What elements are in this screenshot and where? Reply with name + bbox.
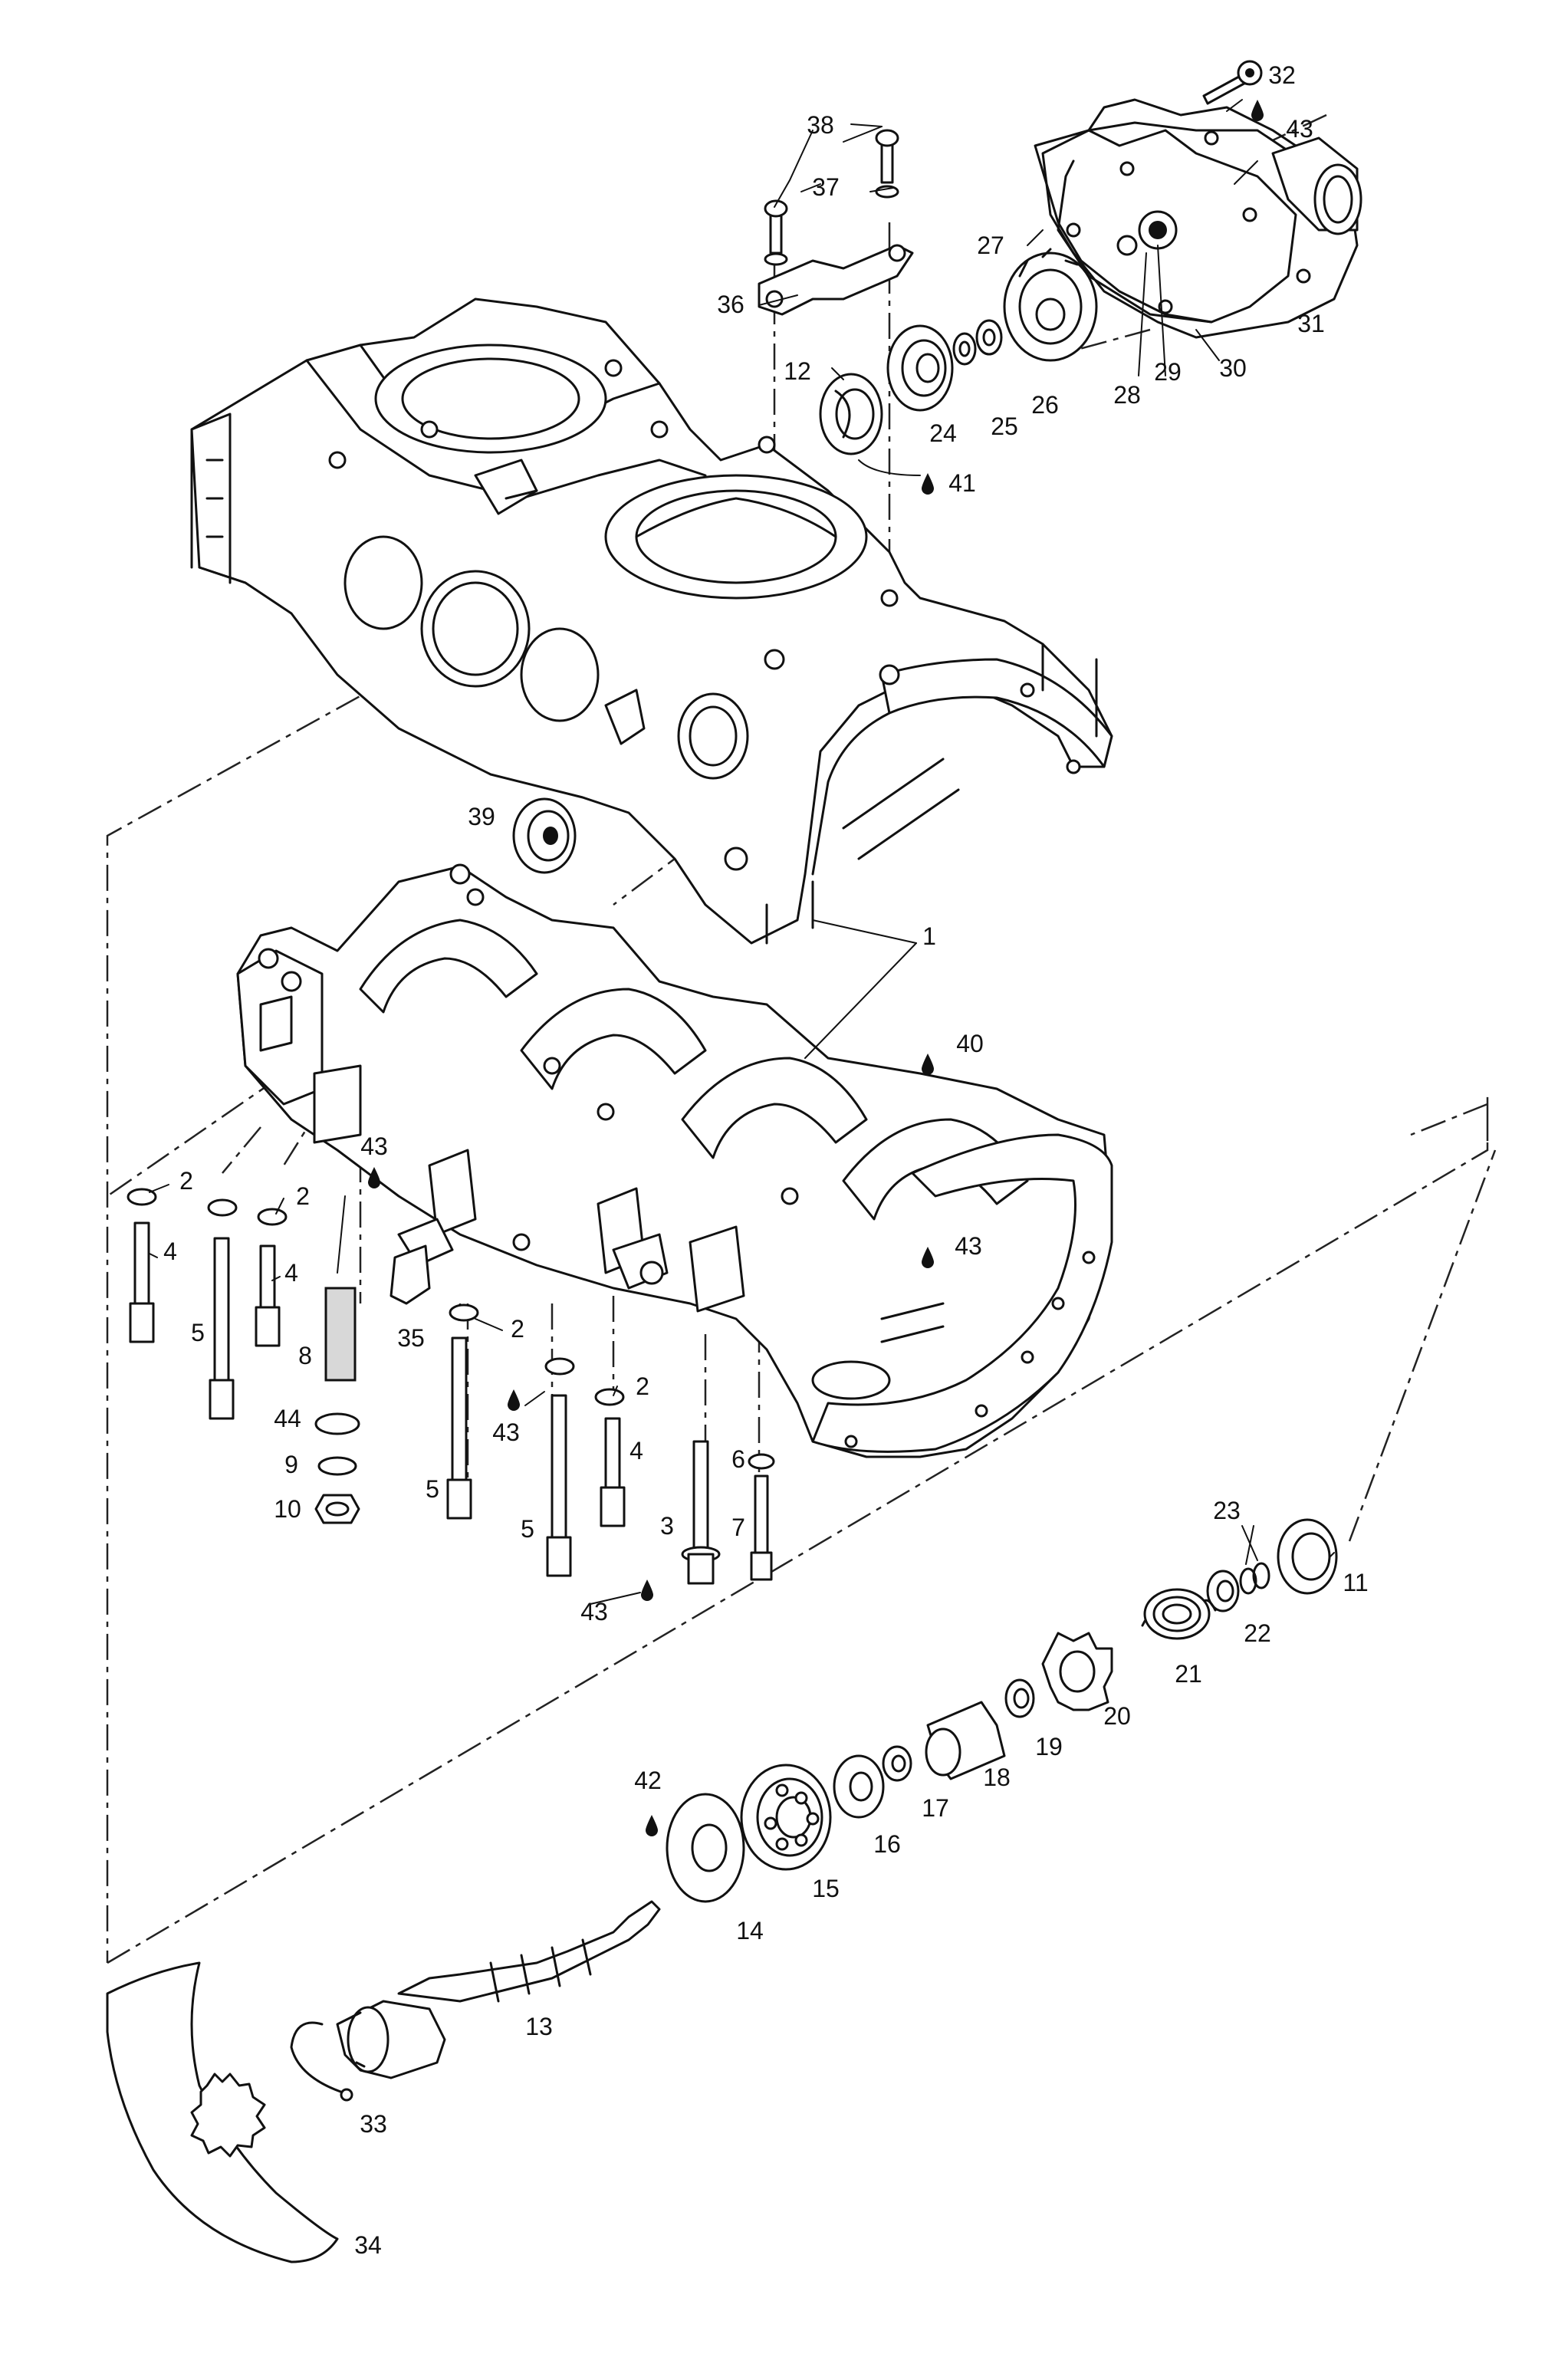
callout-14: 14 [736, 1917, 764, 1944]
callout-4: 4 [284, 1259, 298, 1287]
callout-38: 38 [807, 111, 834, 139]
callout-35: 35 [397, 1324, 425, 1352]
lower-crankcase [236, 863, 1113, 1458]
fasteners [127, 1188, 775, 1585]
callout-23: 23 [1213, 1497, 1241, 1524]
water-pump-housing [1034, 60, 1362, 339]
bracket-group [758, 129, 914, 316]
callout-32: 32 [1268, 61, 1296, 89]
callout-5: 5 [521, 1515, 534, 1543]
callout-11: 11 [1343, 1569, 1368, 1596]
callout-26: 26 [1031, 391, 1059, 419]
callout-2: 2 [179, 1167, 193, 1195]
callout-41: 41 [948, 469, 976, 497]
drop-icon [922, 1054, 934, 1075]
callout-30: 30 [1219, 354, 1247, 382]
callout-8: 8 [298, 1342, 312, 1369]
callout-22: 22 [1244, 1619, 1271, 1647]
alignment-lines [106, 113, 1497, 1964]
callout-31: 31 [1297, 310, 1325, 337]
callout-3: 3 [660, 1512, 674, 1540]
drop-icon [508, 1389, 520, 1411]
drop-icon [641, 1580, 653, 1601]
impeller-group [819, 248, 1098, 455]
drop-icon [922, 1247, 934, 1268]
upper-crankcase [190, 298, 1113, 945]
callout-2: 2 [296, 1182, 310, 1210]
callout-25: 25 [991, 413, 1018, 440]
callout-27: 27 [977, 232, 1004, 259]
callout-2: 2 [636, 1372, 649, 1400]
callout-7: 7 [731, 1514, 745, 1541]
callout-6: 6 [731, 1445, 745, 1473]
plug-39 [512, 797, 577, 874]
callout-labels: 1 2 2 2 2 3 4 4 4 5 5 5 6 7 8 9 10 11 12… [163, 61, 1369, 2259]
callout-37: 37 [812, 173, 840, 201]
callout-43: 43 [1286, 115, 1313, 143]
callout-15: 15 [812, 1875, 840, 1902]
callout-42: 42 [634, 1767, 662, 1794]
drop-icon [368, 1167, 380, 1188]
callout-43: 43 [580, 1598, 608, 1626]
callout-16: 16 [873, 1830, 901, 1858]
leader-lines [149, 99, 1335, 1605]
callout-43: 43 [492, 1418, 520, 1446]
callout-43: 43 [360, 1132, 388, 1160]
callout-44: 44 [274, 1405, 301, 1432]
callout-9: 9 [284, 1451, 298, 1478]
callout-5: 5 [191, 1319, 205, 1346]
callout-43: 43 [955, 1232, 982, 1260]
callout-29: 29 [1154, 358, 1182, 386]
callout-36: 36 [717, 291, 744, 318]
callout-17: 17 [922, 1794, 949, 1822]
callout-33: 33 [360, 2110, 387, 2138]
callout-24: 24 [929, 419, 957, 447]
callout-19: 19 [1035, 1733, 1063, 1760]
shaft-assembly [106, 1518, 1338, 2263]
callout-4: 4 [163, 1238, 177, 1265]
drop-icon [646, 1815, 658, 1836]
callout-21: 21 [1175, 1660, 1202, 1688]
callout-12: 12 [784, 357, 811, 385]
callout-28: 28 [1113, 381, 1141, 409]
drop-icon [1251, 100, 1264, 121]
callout-10: 10 [274, 1495, 301, 1523]
callout-4: 4 [629, 1437, 643, 1464]
callout-13: 13 [525, 2013, 553, 2040]
callout-39: 39 [468, 803, 495, 830]
drop-icon [922, 473, 934, 495]
callout-40: 40 [956, 1030, 984, 1057]
sealant-drops [368, 100, 1264, 1836]
callout-2: 2 [511, 1315, 524, 1343]
callout-5: 5 [426, 1475, 439, 1503]
callout-18: 18 [983, 1764, 1011, 1791]
callout-1: 1 [922, 922, 936, 950]
callout-20: 20 [1103, 1702, 1131, 1730]
callout-34: 34 [354, 2231, 382, 2259]
